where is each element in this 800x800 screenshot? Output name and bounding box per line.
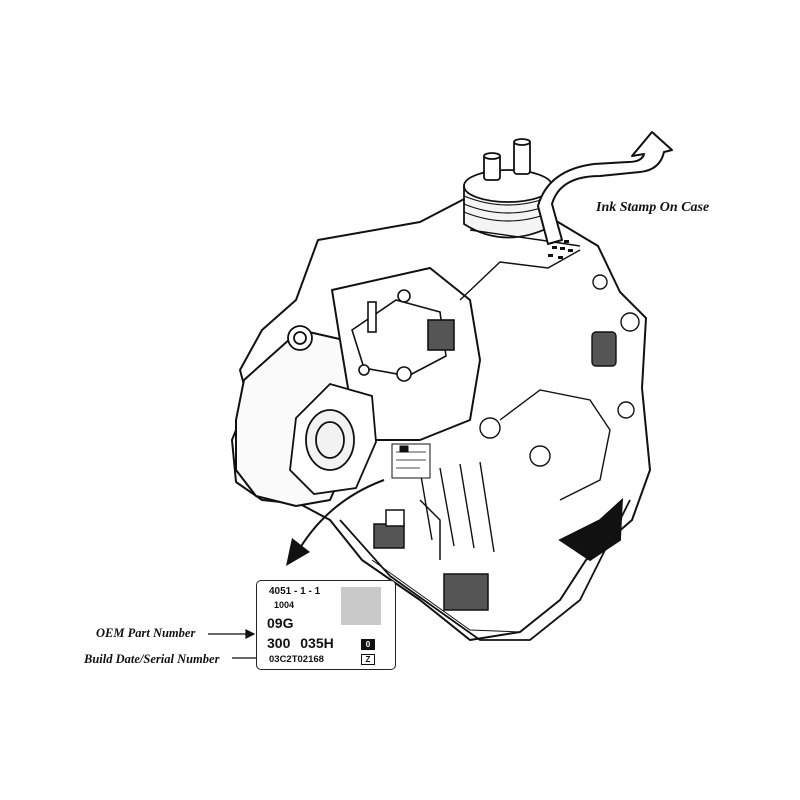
- tag-barcode-area: [341, 587, 381, 625]
- side-casting: [419, 229, 640, 553]
- ink-stamp-arrow: [537, 131, 673, 245]
- case-label: [391, 443, 431, 479]
- oil-pan: [339, 497, 631, 641]
- label-pointer-arrow: [286, 479, 385, 566]
- output-flange: [287, 325, 377, 495]
- tag-part-number: 300 035H: [267, 635, 334, 651]
- ink-stamp-callout: Ink Stamp On Case: [596, 200, 710, 215]
- transmission-housing: [231, 195, 651, 641]
- tag-serial-number: 03C2T02168: [269, 654, 324, 665]
- tag-code: 4051 - 1 - 1: [269, 586, 321, 597]
- oil-cooler: [463, 138, 553, 239]
- tag-part-prefix: 09G: [267, 615, 294, 631]
- solenoid-connectors: [373, 499, 489, 611]
- tag-box-a: 0: [361, 639, 375, 650]
- tag-sub-code: 1004: [274, 600, 295, 610]
- oem-part-number-callout: OEM Part Number: [96, 626, 196, 640]
- id-tag: 4051 - 1 - 1 1004 09G 300 035H 03C2T0216…: [256, 580, 396, 670]
- tag-box-b: Z: [361, 654, 375, 665]
- range-selector: [351, 289, 455, 382]
- build-date-serial-callout: Build Date/Serial Number: [84, 652, 220, 666]
